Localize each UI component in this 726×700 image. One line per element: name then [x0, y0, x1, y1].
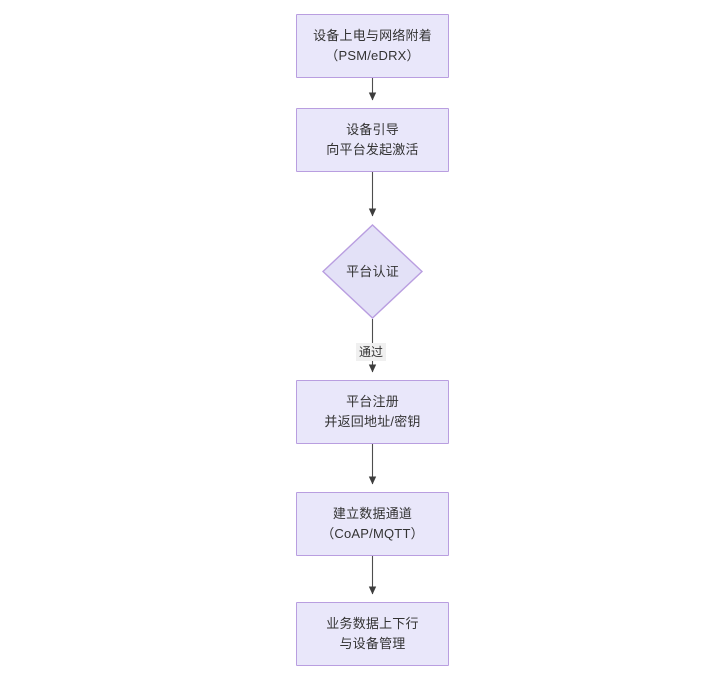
- node-platform-registration[interactable]: 平台注册 并返回地址/密钥: [296, 380, 449, 444]
- node-device-bootstrap[interactable]: 设备引导 向平台发起激活: [296, 108, 449, 172]
- node-label: 平台注册 并返回地址/密钥: [324, 394, 421, 429]
- node-label: 建立数据通道 （CoAP/MQTT）: [321, 506, 424, 541]
- node-establish-data-channel[interactable]: 建立数据通道 （CoAP/MQTT）: [296, 492, 449, 556]
- node-label: 平台认证: [346, 263, 399, 279]
- node-device-power-on[interactable]: 设备上电与网络附着 （PSM/eDRX）: [296, 14, 449, 78]
- diamond-shape: [321, 224, 424, 319]
- node-label: 业务数据上下行 与设备管理: [326, 616, 419, 651]
- edge-label-pass: 通过: [356, 343, 387, 361]
- node-platform-authentication[interactable]: 平台认证: [321, 224, 424, 319]
- node-business-data-and-device-management[interactable]: 业务数据上下行 与设备管理: [296, 602, 449, 666]
- node-label: 设备上电与网络附着 （PSM/eDRX）: [313, 28, 432, 63]
- node-label: 设备引导 向平台发起激活: [326, 122, 419, 157]
